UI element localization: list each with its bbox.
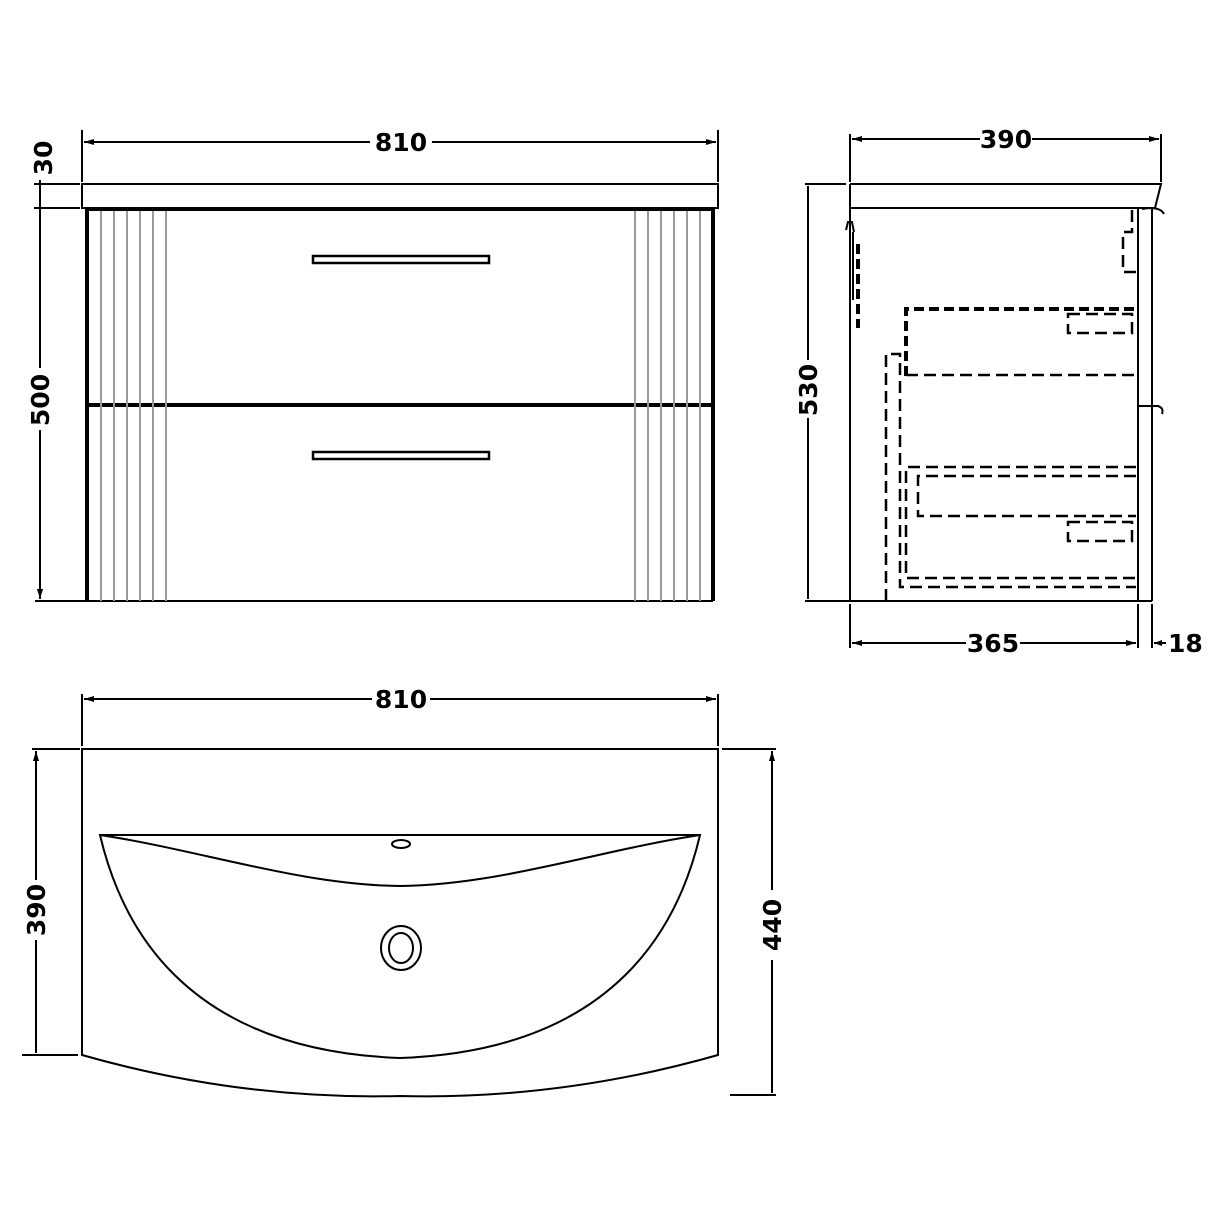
door-thickness-label: 18 (1168, 629, 1203, 658)
plan-width-dimension: 810 (81, 685, 719, 746)
wall-bracket (845, 221, 860, 328)
side-view: 390 (794, 125, 1203, 658)
top-thickness-dimension: 30 (29, 141, 80, 212)
basin-top-slab (81, 183, 719, 209)
front-view: 810 (26, 128, 719, 602)
plan-depth-centre-label: 440 (758, 899, 787, 951)
front-width-label: 810 (375, 128, 427, 157)
side-depth-label: 390 (980, 125, 1032, 154)
side-height-dimension: 530 (794, 183, 846, 599)
bowl-front-rim (99, 834, 701, 888)
right-fluted-grooves (634, 211, 701, 601)
side-height-label: 530 (794, 364, 823, 416)
plan-width-label: 810 (375, 685, 427, 714)
basin-lip-curve (1141, 207, 1165, 215)
side-carcass (805, 184, 1164, 602)
top-thickness-label: 30 (29, 141, 58, 176)
basin-outline (81, 748, 719, 1098)
lower-drawer-hidden (884, 352, 1136, 601)
side-depth-dimension: 390 (849, 125, 1162, 182)
drawer-front-handle-profile (1138, 405, 1164, 415)
upper-drawer-hidden (904, 307, 1136, 377)
top-drawer-handle (311, 254, 491, 265)
bottom-drawer-handle (311, 450, 491, 461)
front-width-dimension: 810 (81, 128, 719, 182)
basin-support-hidden (1121, 210, 1136, 274)
plan-depth-sides-label: 390 (22, 884, 51, 936)
plan-view: 810 390 440 (22, 685, 787, 1098)
tap-hole-icon (391, 839, 411, 849)
basin-bowl (98, 834, 702, 1060)
cabinet-height-dimension: 500 (26, 212, 55, 599)
waste-outlet-icon (380, 925, 422, 971)
carcass-depth-dimension: 365 18 (849, 604, 1203, 658)
left-fluted-grooves (100, 211, 167, 601)
plan-depth-centre-dimension: 440 (722, 748, 787, 1096)
side-basin-profile (850, 183, 1163, 209)
cabinet-body (35, 207, 715, 602)
carcass-depth-label: 365 (967, 629, 1019, 658)
plan-depth-sides-dimension: 390 (22, 748, 80, 1056)
cabinet-height-label: 500 (26, 374, 55, 426)
